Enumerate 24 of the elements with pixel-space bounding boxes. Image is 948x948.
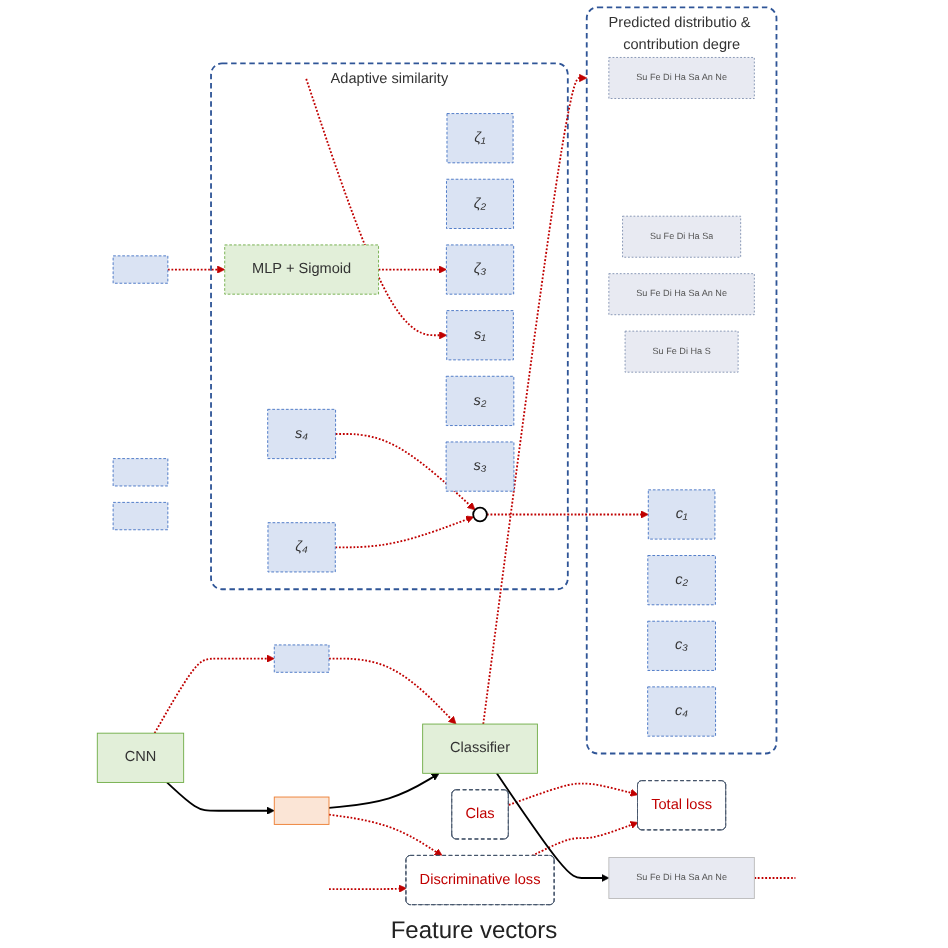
- arrow: [508, 782, 639, 806]
- arrow: [328, 884, 408, 893]
- arrow: [486, 510, 649, 519]
- connector: [753, 877, 797, 879]
- arrow: [531, 821, 639, 857]
- arrow: [153, 654, 275, 735]
- arrow: [334, 515, 475, 549]
- node-box: [112, 255, 169, 284]
- arrow: [167, 265, 226, 274]
- arrow: [328, 772, 440, 809]
- node-box: [274, 644, 330, 673]
- arrow: [334, 433, 476, 511]
- node-box: [112, 458, 169, 487]
- node-circle: [472, 506, 489, 523]
- arrow: [482, 74, 588, 725]
- arrow: [166, 781, 275, 815]
- arrow: [328, 813, 443, 857]
- node-box: [274, 796, 330, 825]
- label-text: Feature vectors: [390, 916, 558, 944]
- arrow: [305, 78, 448, 340]
- arrow: [377, 265, 448, 274]
- node-box: [112, 501, 169, 531]
- arrow: [496, 772, 610, 882]
- arrow: [328, 657, 457, 725]
